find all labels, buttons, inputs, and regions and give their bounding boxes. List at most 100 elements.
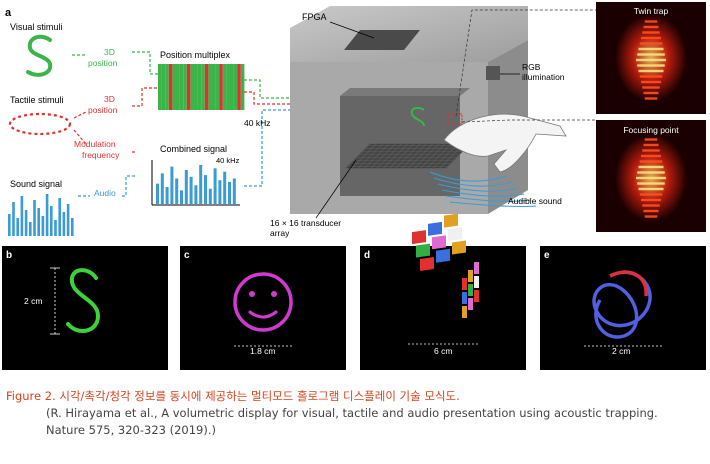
combined-khz-label: 40 kHz xyxy=(216,156,240,165)
levitated-s xyxy=(410,106,425,127)
sound-bar xyxy=(16,218,19,236)
combined-bar xyxy=(218,180,222,204)
multiplex-segment xyxy=(222,64,227,110)
cube-sticker xyxy=(448,227,462,242)
panel-e: e 2 cm xyxy=(540,246,706,370)
cube-sticker xyxy=(416,243,430,258)
smiley-mouth xyxy=(248,310,278,319)
sound-bar xyxy=(58,198,61,236)
cube-sticker xyxy=(468,284,473,296)
cube-sticker xyxy=(474,262,479,274)
position-multiplex-bar xyxy=(158,64,245,110)
multiplex-segment xyxy=(204,64,209,110)
trefoil-knot xyxy=(592,270,652,339)
multiplex-segment xyxy=(201,64,205,110)
inset-connector-1 xyxy=(455,9,596,117)
combined-bar xyxy=(223,171,227,204)
modulation-label-2: frequency xyxy=(82,150,120,160)
multiplex-segment xyxy=(212,64,216,110)
pos3d-label-1a: 3D xyxy=(104,47,115,57)
multiplex-segment xyxy=(183,64,187,110)
hand xyxy=(443,113,567,173)
cube-sticker xyxy=(462,278,467,290)
sound-bar xyxy=(33,200,36,236)
khz-arrow-label: 40 kHz xyxy=(244,118,270,128)
panel-a: a Visual stimuli Tactile stimuli Sound s… xyxy=(5,2,706,238)
cube-sticker xyxy=(436,248,450,263)
multiplex-segment xyxy=(208,64,212,110)
combined-bar xyxy=(232,178,236,204)
multiplex-segment xyxy=(186,64,191,110)
cube-sticker xyxy=(444,213,458,228)
smiley-eye-left xyxy=(249,291,255,297)
combined-bar xyxy=(194,185,198,204)
visual-stimuli-label: Visual stimuli xyxy=(10,22,62,32)
fpga-label: FPGA xyxy=(302,12,327,22)
pos3d-label-2b: position xyxy=(88,105,118,115)
cube-sticker xyxy=(474,276,479,288)
cube-sticker xyxy=(432,235,446,250)
combined-bar xyxy=(208,188,212,204)
multiplex-segment xyxy=(165,64,169,110)
connector-audio xyxy=(78,175,136,197)
tactile-ellipse xyxy=(8,112,72,136)
smiley-face xyxy=(233,272,293,332)
multiplex-segment xyxy=(237,64,241,110)
smiley-eye-right xyxy=(271,291,277,297)
panel-d-scale: 6 cm xyxy=(434,346,452,356)
caption-reference: (R. Hirayama et al., A volumetric displa… xyxy=(46,406,658,437)
cube-sticker xyxy=(462,292,467,304)
cube-sticker xyxy=(412,230,426,245)
panel-b-label: b xyxy=(6,250,12,261)
sound-signal-label: Sound signal xyxy=(10,179,62,189)
panel-c-label: c xyxy=(184,250,190,261)
letter-s-glyph xyxy=(26,34,53,77)
cube-sticker xyxy=(468,298,473,310)
multiplex-segment xyxy=(179,64,184,110)
transducer-grid xyxy=(345,143,471,169)
combined-bar xyxy=(170,166,174,204)
multiplex-segment xyxy=(161,64,166,110)
rubiks-cube xyxy=(412,213,479,318)
multiplex-segment xyxy=(215,64,220,110)
combined-bar xyxy=(199,164,203,204)
transducer-label-2: array xyxy=(270,228,290,238)
multiplex-segment xyxy=(172,64,176,110)
rgb-label-2: illumination xyxy=(522,72,565,82)
twin-trap-label: Twin trap xyxy=(634,6,669,16)
combined-bar xyxy=(228,181,231,204)
sound-signal-bars xyxy=(8,194,74,236)
combined-bar xyxy=(184,170,188,204)
sound-bar xyxy=(41,216,45,236)
arrow-multiplex-red xyxy=(244,91,290,105)
panel-a-label: a xyxy=(5,7,12,19)
multiplex-segment xyxy=(226,64,230,110)
modulation-label-1: Modulation xyxy=(74,139,116,149)
rgb-label-1: RGB xyxy=(522,62,541,72)
sound-bar xyxy=(50,206,53,236)
sound-bar xyxy=(20,196,24,236)
combined-bar xyxy=(213,168,217,204)
panel-c-scale: 1.8 cm xyxy=(250,346,276,356)
combined-signal-label: Combined signal xyxy=(160,144,227,154)
cube-sticker xyxy=(474,290,479,302)
sound-bar xyxy=(29,222,32,236)
focusing-point-label: Focusing point xyxy=(623,125,679,135)
sound-bar xyxy=(45,194,49,236)
tactile-focus-box xyxy=(447,113,463,125)
combined-bar xyxy=(160,173,164,204)
arrow-multiplex-green xyxy=(244,79,290,99)
pos3d-label-2a: 3D xyxy=(104,94,115,104)
combined-signal-bars xyxy=(156,164,236,204)
sound-bar xyxy=(66,204,70,236)
panel-b-s-shape xyxy=(66,268,101,333)
sound-bar xyxy=(24,210,28,236)
multiplex-segment xyxy=(233,64,238,110)
panel-e-scale: 2 cm xyxy=(612,346,630,356)
panel-d: d 6 cm xyxy=(360,213,526,370)
panel-c: c 1.8 cm xyxy=(180,246,346,370)
inset-connector-2 xyxy=(461,119,596,123)
sound-bar xyxy=(71,218,74,236)
cube-sticker xyxy=(428,221,442,236)
